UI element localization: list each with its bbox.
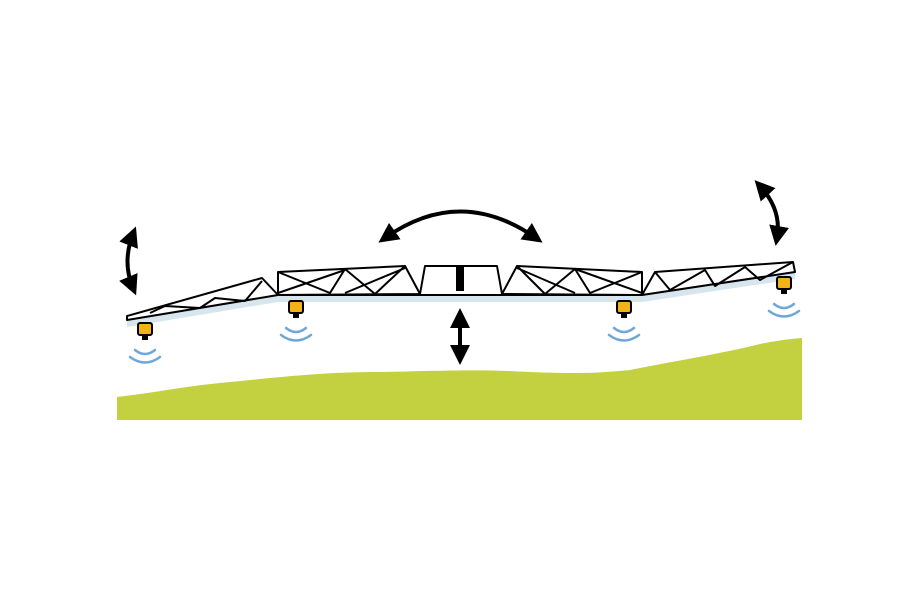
boom-underside-right (642, 272, 795, 302)
sensor-wave-icon (607, 326, 641, 342)
crop-ground (117, 338, 802, 420)
sensor-wave-icon (279, 326, 313, 342)
sensor-far-right (767, 276, 801, 318)
right-inner-bracing (516, 265, 643, 295)
right-tilt-arrow-icon (754, 180, 789, 246)
center-roll-arrow-icon (378, 209, 543, 243)
center-post (456, 266, 464, 291)
sensor-far-left (128, 322, 162, 364)
sensor-wave-icon (767, 302, 801, 318)
sensor-inner-left (279, 300, 313, 342)
boom-underside-left (127, 295, 278, 327)
left-inner-bracing (277, 265, 406, 295)
sensor-icon (776, 276, 792, 290)
sensor-icon (288, 300, 304, 314)
motion-arrows (119, 180, 789, 365)
boom-truss (126, 261, 796, 321)
left-tilt-arrow-icon (119, 226, 138, 296)
right-outer-wing-bracing (654, 261, 794, 291)
sensor-inner-right (607, 300, 641, 342)
sensor-icon (616, 300, 632, 314)
sensor-wave-icon (128, 348, 162, 364)
left-outer-wing-bracing (149, 280, 263, 314)
sensor-icon (137, 322, 153, 336)
boom-underside-center (278, 295, 642, 302)
